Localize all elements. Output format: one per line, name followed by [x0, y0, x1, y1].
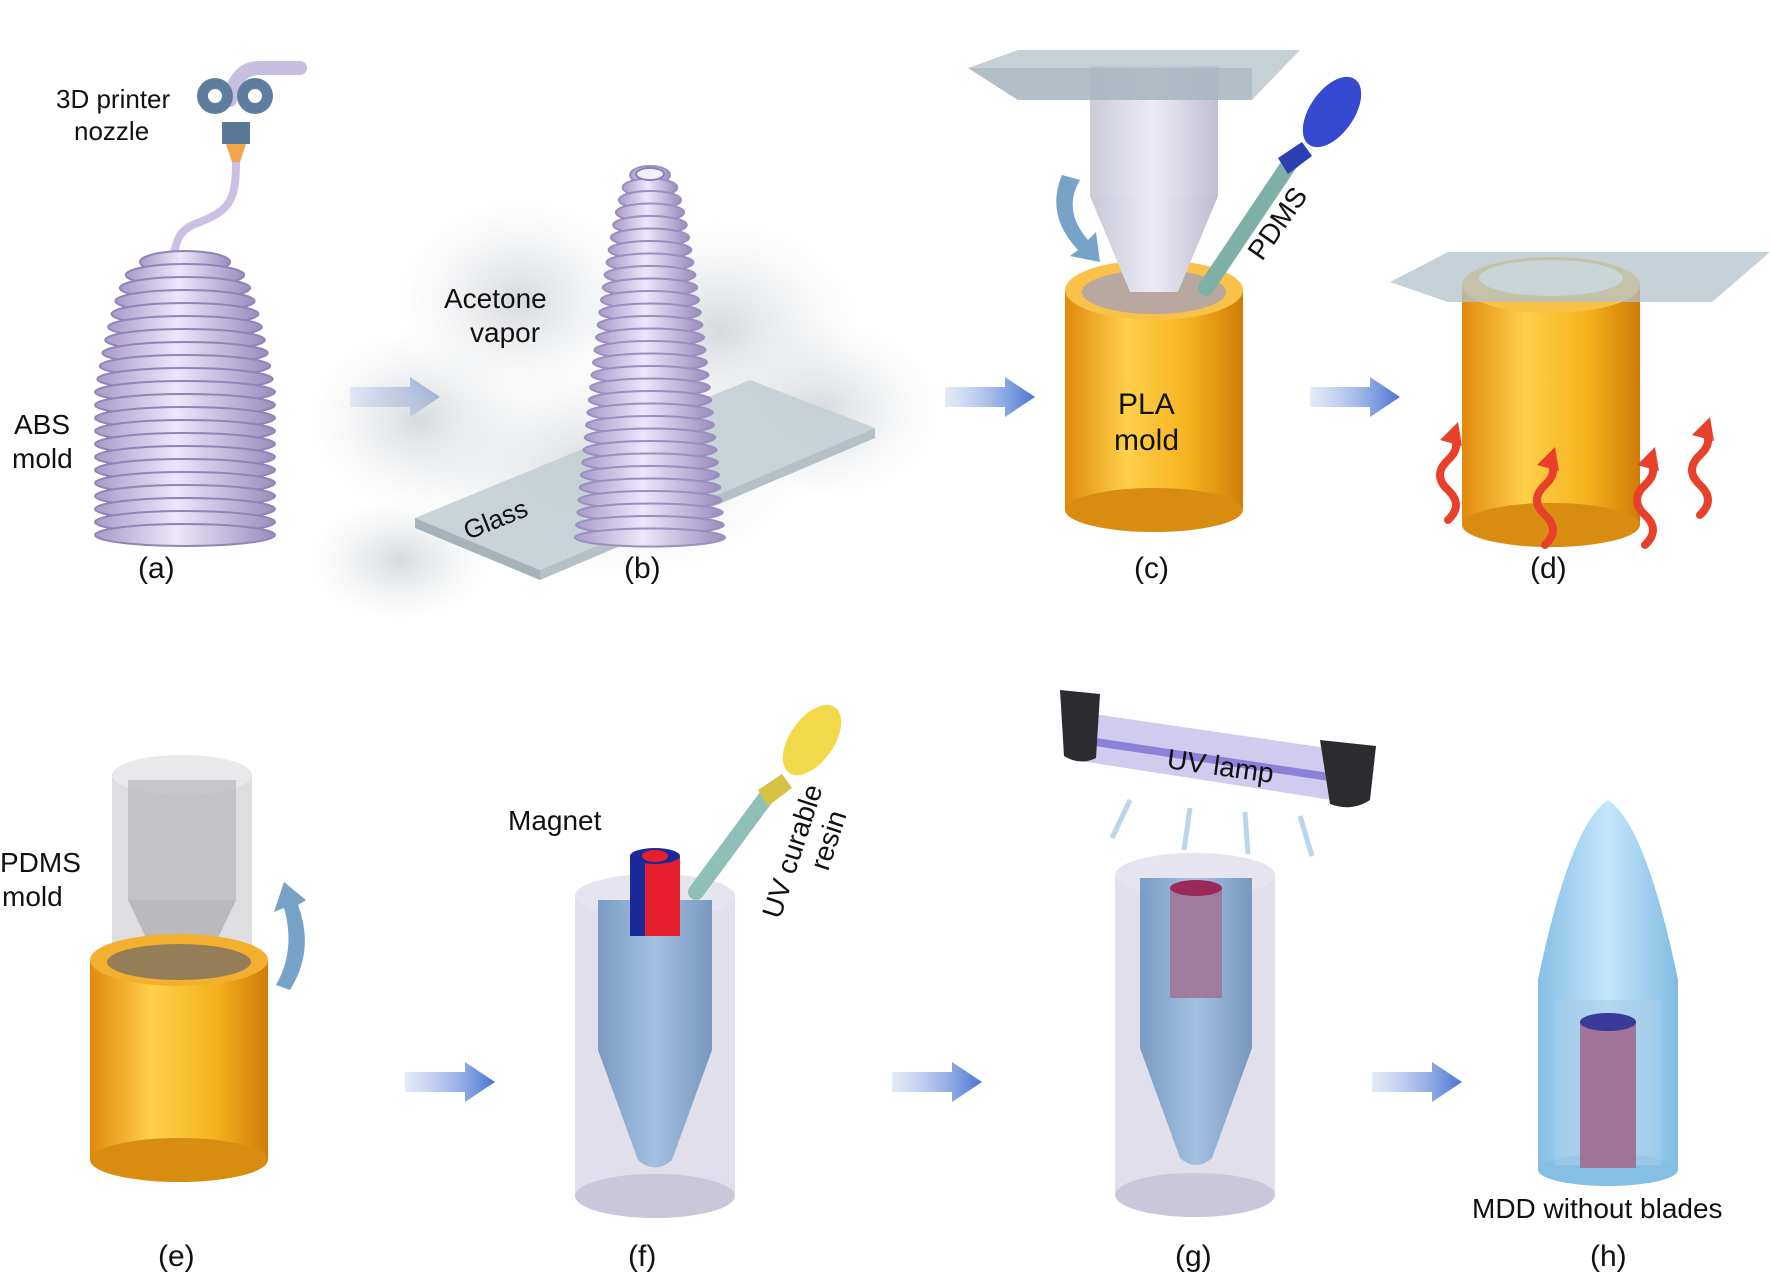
pla-mold-label-line2: mold: [1114, 424, 1179, 457]
caption-d: (d): [1530, 552, 1567, 585]
smoothed-abs-cone: [574, 165, 726, 548]
magnet-icon: [630, 848, 680, 936]
resin-cavity: [598, 900, 712, 1168]
glass-plate: [968, 50, 1300, 100]
heat-arrows-icon: [1436, 426, 1713, 549]
printer-nozzle-icon: [197, 61, 307, 162]
resin-dropper-icon: [688, 704, 842, 900]
uv-rays: [1109, 798, 1315, 857]
caption-b: (b): [624, 552, 661, 585]
mdd-label: MDD without blades: [1472, 1193, 1723, 1224]
panel-c: PDMS PLA mold (c): [968, 50, 1362, 585]
caption-c: (c): [1134, 552, 1169, 585]
caption-g: (g): [1175, 1240, 1212, 1273]
embedded-magnet: [1170, 880, 1222, 998]
vapor-label-line2: vapor: [470, 317, 540, 348]
panel-e: PDMS mold (e): [0, 755, 306, 1273]
magnet-label: Magnet: [508, 805, 602, 836]
step-arrow-icon: [1310, 377, 1400, 417]
step-arrow-icon: [405, 1062, 495, 1102]
panel-d: (d): [1390, 252, 1770, 585]
nozzle-label-line2: nozzle: [74, 116, 149, 146]
caption-f: (f): [628, 1240, 656, 1273]
abs-spiral-mold: [94, 250, 276, 547]
panel-f: Magnet UV curable resin (f): [508, 704, 852, 1273]
vapor-label-line1: Acetone: [444, 283, 547, 314]
panel-h: MDD without blades (h): [1472, 800, 1723, 1273]
pla-mold-label-line1: PLA: [1118, 388, 1175, 421]
panel-b: Acetone vapor Glass (b): [310, 165, 940, 620]
caption-a: (a): [138, 552, 175, 585]
caption-h: (h): [1590, 1240, 1627, 1273]
pla-mold-cylinder: [90, 934, 268, 1182]
nozzle-label-line1: 3D printer: [56, 84, 170, 114]
pdms-mold-label-line2: mold: [2, 881, 63, 912]
heat-arrowheads: [1440, 417, 1714, 471]
filament-strand: [167, 161, 240, 260]
glass-plate: [1390, 252, 1770, 302]
coil-ring: [574, 527, 726, 548]
caption-e: (e): [158, 1240, 195, 1273]
abs-mold-label-line2: mold: [12, 443, 73, 474]
panel-g: UV lamp (g): [1060, 690, 1376, 1273]
step-arrow-icon: [892, 1062, 982, 1102]
step-arrow-icon: [945, 377, 1035, 417]
coil-ring: [94, 523, 276, 547]
pdms-dropper-icon: [1198, 76, 1362, 296]
rotate-arrow-icon: [1056, 175, 1100, 262]
uv-lamp-icon: [1060, 690, 1376, 808]
pdms-mold-label-line1: PDMS: [0, 847, 81, 878]
abs-mold-label-line1: ABS: [14, 409, 70, 440]
step-arrow-icon: [1372, 1062, 1462, 1102]
rotate-arrow-icon: [274, 882, 306, 990]
coil-ring: [635, 167, 665, 181]
panel-a: 3D printer nozzle ABS mold (a): [12, 61, 307, 585]
embedded-magnet: [1580, 1013, 1636, 1168]
